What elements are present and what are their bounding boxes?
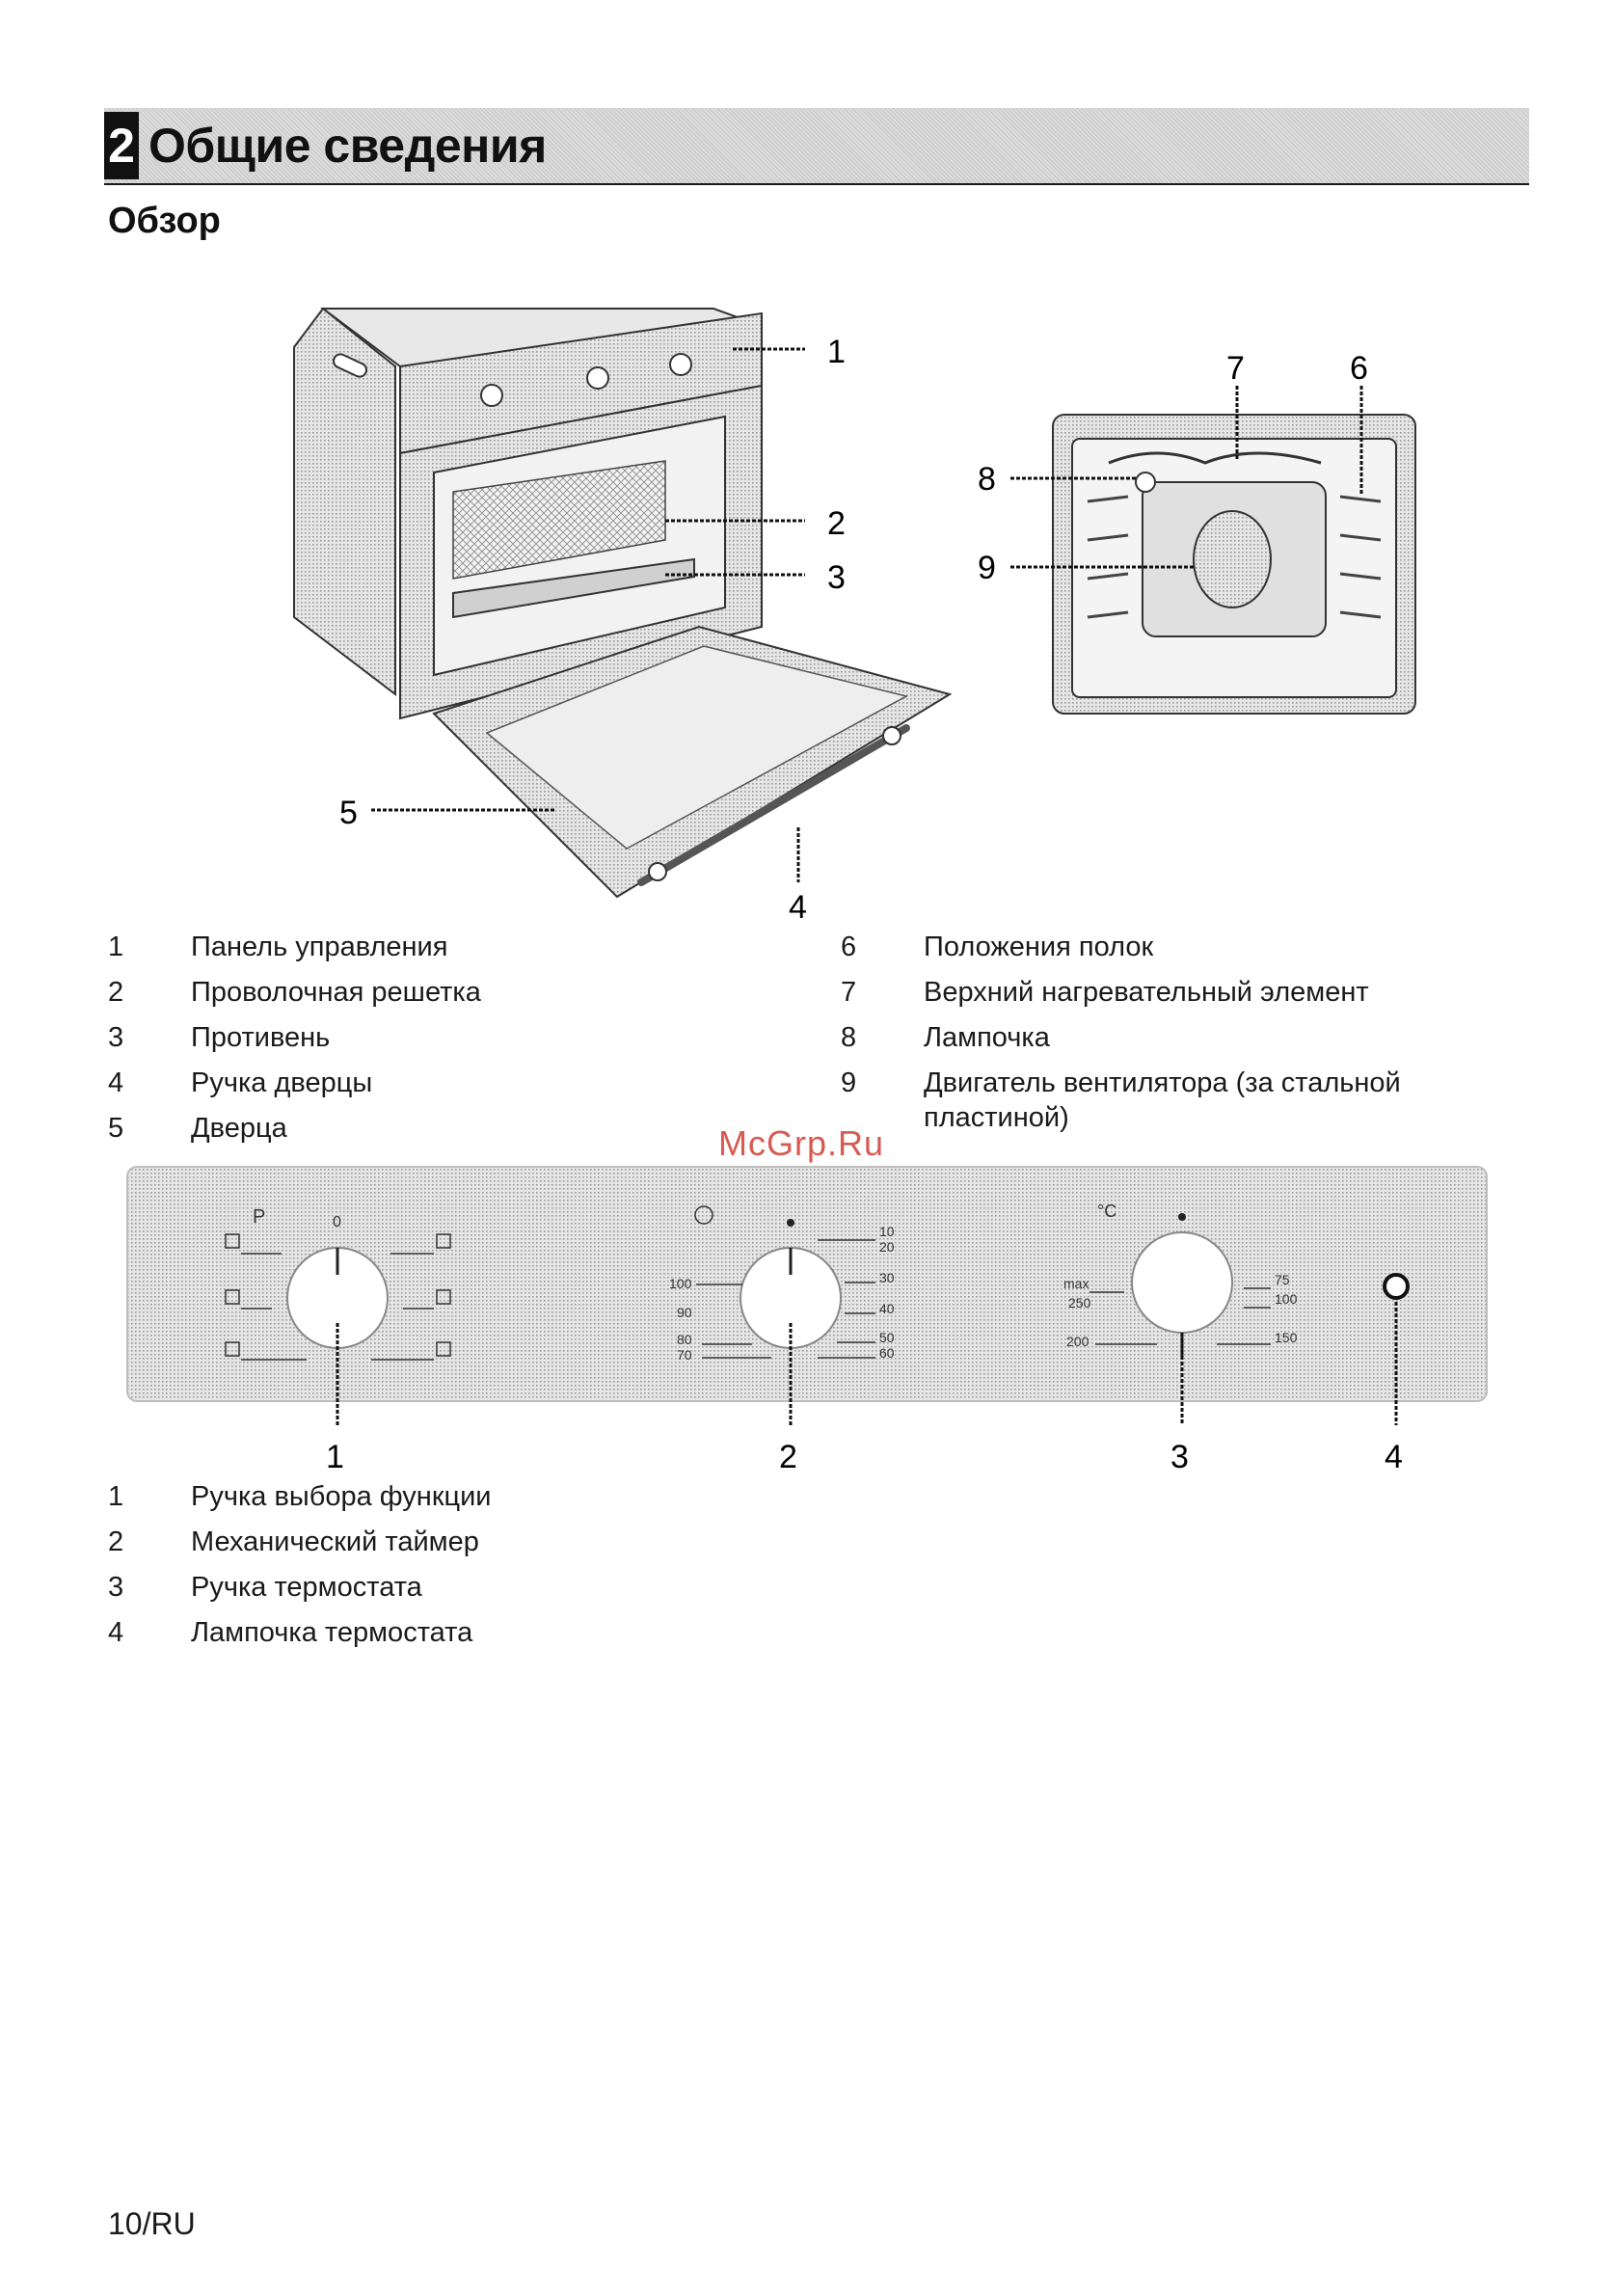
thermostat-mark: 200 xyxy=(1066,1334,1089,1349)
legend-text: Двигатель вентилятора (за стальной xyxy=(924,1067,1401,1098)
thermostat-mark: 150 xyxy=(1275,1330,1298,1345)
page-number: 10/RU xyxy=(108,2206,196,2241)
callout-3: 3 xyxy=(827,559,846,596)
function-knob-zero: 0 xyxy=(333,1214,341,1230)
thermostat-mark: 250 xyxy=(1068,1295,1091,1310)
timer-mark: 10 xyxy=(879,1224,895,1239)
watermark: McGrp.Ru xyxy=(718,1123,885,1163)
legend-num: 5 xyxy=(108,1113,124,1144)
legend-num: 9 xyxy=(841,1067,857,1098)
legend-num: 2 xyxy=(108,977,124,1008)
thermostat-mark: 75 xyxy=(1275,1272,1290,1287)
thermostat-mark: max xyxy=(1063,1276,1089,1291)
callout-5: 5 xyxy=(339,795,358,831)
legend-text: Лампочка xyxy=(924,1022,1050,1053)
legend-num: 7 xyxy=(841,977,857,1008)
legend-text: Положения полок xyxy=(924,932,1154,962)
legend-text: Механический таймер xyxy=(191,1526,479,1557)
legend-text: Проволочная решетка xyxy=(191,977,481,1008)
legend-num: 6 xyxy=(841,932,857,962)
callout-7: 7 xyxy=(1226,350,1245,387)
function-knob-p: P xyxy=(253,1206,265,1228)
legend-text: Дверца xyxy=(191,1113,287,1144)
legend-text: Верхний нагревательный элемент xyxy=(924,977,1369,1008)
callout-8: 8 xyxy=(978,461,996,498)
legend-num: 4 xyxy=(108,1067,124,1098)
chapter-title: Общие сведения xyxy=(148,119,547,173)
section-title: Обзор xyxy=(108,201,221,241)
legend-num: 2 xyxy=(108,1526,124,1557)
timer-mark: 30 xyxy=(879,1270,895,1285)
callout-6: 6 xyxy=(1350,350,1368,387)
callout-9: 9 xyxy=(978,550,996,586)
timer-mark: 90 xyxy=(677,1305,692,1320)
legend-num: 1 xyxy=(108,1481,124,1512)
timer-mark: 80 xyxy=(677,1332,692,1347)
timer-mark: 60 xyxy=(879,1345,895,1361)
panel-callout-3: 3 xyxy=(1170,1439,1189,1475)
thermostat-mark: 100 xyxy=(1275,1291,1298,1307)
timer-mark: 70 xyxy=(677,1347,692,1363)
legend-num: 1 xyxy=(108,932,124,962)
function-knob: P 0 xyxy=(225,1206,451,1361)
chapter-number: 2 xyxy=(104,112,139,179)
legend-num: 3 xyxy=(108,1022,124,1053)
chapter-header-bar xyxy=(104,108,1529,185)
timer-mark: 40 xyxy=(879,1301,895,1316)
panel-callout-4: 4 xyxy=(1385,1439,1403,1475)
legend-num: 4 xyxy=(108,1617,124,1648)
legend-num: 3 xyxy=(108,1572,124,1603)
legend-text: Лампочка термостата xyxy=(191,1617,473,1648)
legend-text-continued: пластиной) xyxy=(924,1102,1069,1133)
legend-text: Противень xyxy=(191,1022,331,1053)
thermostat-unit: °C xyxy=(1097,1202,1116,1221)
timer-knob: 10 20 30 40 50 60 100 90 80 70 xyxy=(669,1205,895,1363)
timer-mark: 100 xyxy=(669,1276,692,1291)
thermostat-lamp xyxy=(1383,1273,1410,1300)
legend-text: Ручка термостата xyxy=(191,1572,422,1603)
thermostat-knob: °C max 250 200 75 100 150 xyxy=(1063,1202,1298,1360)
panel-callout-1: 1 xyxy=(326,1439,344,1475)
legend-text: Ручка дверцы xyxy=(191,1067,373,1098)
callout-2: 2 xyxy=(827,505,846,542)
panel-callout-2: 2 xyxy=(779,1439,797,1475)
timer-mark: 50 xyxy=(879,1330,895,1345)
timer-mark: 20 xyxy=(879,1239,895,1255)
legend-text: Панель управления xyxy=(191,932,448,962)
legend-text: Ручка выбора функции xyxy=(191,1481,492,1512)
callout-4: 4 xyxy=(789,889,807,926)
callout-1: 1 xyxy=(827,334,846,370)
legend-num: 8 xyxy=(841,1022,857,1053)
